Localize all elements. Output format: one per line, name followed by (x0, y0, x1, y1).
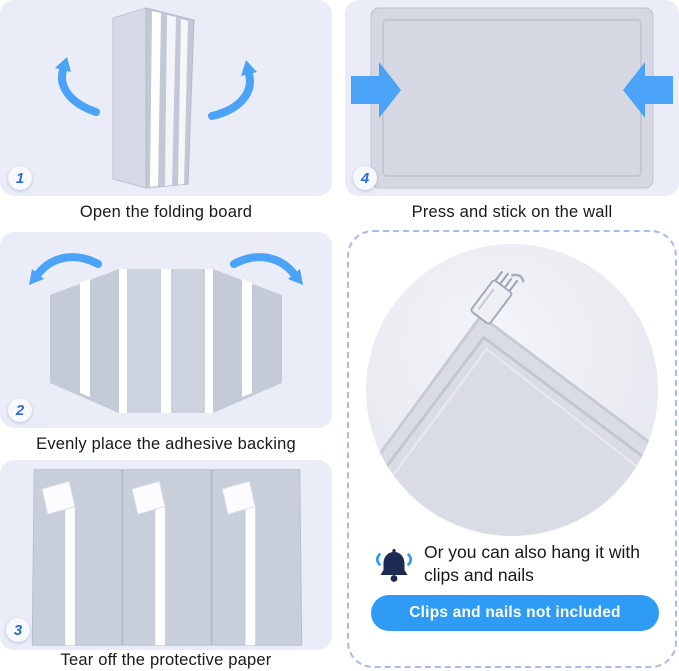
step-number: 3 (13, 621, 23, 639)
step-number-badge: 2 (8, 398, 32, 422)
hanging-note-text: Or you can also hang it with clips and n… (424, 542, 640, 585)
curved-arrow-icon (55, 57, 100, 116)
clip-detail-photo (366, 244, 658, 536)
adhesive-strip (41, 480, 76, 646)
adhesive-strip (221, 480, 256, 646)
board-illustration (31, 469, 303, 646)
step1-panel: 1 (0, 0, 332, 196)
press-arrow-icon (623, 62, 673, 118)
step-number-badge: 4 (353, 166, 377, 190)
adhesive-strip (131, 480, 166, 646)
folding-board-closed-illustration (55, 7, 257, 189)
step4-panel: 4 (345, 0, 679, 196)
adhesive-paper-illustration (31, 469, 303, 646)
bell-icon (372, 545, 416, 589)
not-included-badge: Clips and nails not included (371, 595, 659, 631)
step-number: 1 (15, 169, 25, 187)
press-arrow-icon (351, 62, 401, 118)
folding-board-open-illustration (29, 253, 303, 413)
step-number-badge: 1 (8, 166, 32, 190)
board-corner-with-clip-illustration (366, 270, 658, 536)
curved-arrow-icon (230, 253, 303, 285)
step3-panel: 3 (0, 460, 332, 650)
board-illustration (370, 7, 654, 189)
hanging-note-box (347, 230, 677, 668)
step4-caption: Press and stick on the wall (411, 202, 613, 221)
curved-arrow-icon (208, 60, 257, 120)
step-number: 2 (15, 401, 25, 419)
board-illustration (50, 269, 282, 413)
step2-panel: 2 (0, 232, 332, 428)
board-corner (366, 314, 658, 536)
step2-caption: Evenly place the adhesive backing (36, 434, 296, 453)
clip-and-nail (470, 270, 525, 325)
step3-caption: Tear off the protective paper (60, 650, 272, 669)
board-on-wall-illustration (351, 7, 673, 189)
step-number: 4 (360, 169, 370, 187)
curved-arrow-icon (29, 253, 102, 285)
step1-caption: Open the folding board (79, 202, 253, 221)
step-number-badge: 3 (6, 618, 30, 642)
board-illustration (112, 7, 195, 189)
